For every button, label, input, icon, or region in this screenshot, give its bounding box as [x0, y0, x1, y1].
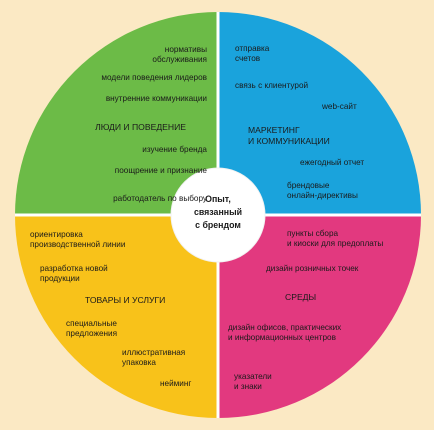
center-label-line: связанный — [194, 207, 242, 217]
environment-item-line: и информационных центров — [228, 333, 336, 342]
center-label-line: Опыт, — [205, 194, 231, 204]
environment-heading-line: СРЕДЫ — [285, 292, 316, 302]
environment-item-line: дизайн розничных точек — [266, 264, 359, 273]
center-label-line: с брендом — [195, 220, 241, 230]
environment-heading: СРЕДЫ — [285, 292, 316, 302]
people-item-line: работодатель по выбору — [113, 194, 208, 203]
marketing-quadrant — [218, 12, 421, 215]
people-item-line: поощрение и признание — [115, 166, 208, 175]
goods-heading: ТОВАРЫ И УСЛУГИ — [85, 295, 165, 305]
environment-item-line: и знаки — [234, 382, 262, 391]
goods-item-line: производственной линии — [30, 240, 125, 249]
people-item: модели поведения лидеров — [101, 73, 207, 82]
people-item-line: внутренние коммуникации — [106, 94, 207, 103]
goods-item-line: разработка новой — [40, 264, 108, 273]
goods-quadrant — [15, 215, 218, 418]
marketing-item-line: онлайн-директивы — [287, 191, 358, 200]
people-item-line: изучение бренда — [142, 145, 207, 154]
goods-item-line: упаковка — [122, 358, 156, 367]
goods-item-line: продукции — [40, 274, 80, 283]
people-item: изучение бренда — [142, 145, 207, 154]
marketing-item-line: отправка — [235, 44, 270, 53]
marketing-item-line: связь с клиентурой — [235, 81, 308, 90]
marketing-item-line: счетов — [235, 54, 260, 63]
goods-item: нейминг — [160, 379, 191, 388]
marketing-item-line: ежегодный отчет — [300, 158, 364, 167]
goods-item-line: нейминг — [160, 379, 191, 388]
environment-quadrant — [218, 215, 421, 418]
people-item: поощрение и признание — [115, 166, 208, 175]
goods-item-line: иллюстративная — [122, 348, 185, 357]
environment-item-line: пункты сбора — [287, 229, 339, 238]
people-item: внутренние коммуникации — [106, 94, 207, 103]
people-item-line: нормативы — [165, 45, 207, 54]
center-label: Опыт, связанный с брендом — [194, 194, 242, 230]
goods-item-line: специальные — [66, 319, 117, 328]
people-heading-line: ЛЮДИ И ПОВЕДЕНИЕ — [95, 122, 186, 132]
goods-item-line: ориентировка — [30, 230, 83, 239]
marketing-heading-line: И КОММУНИКАЦИИ — [248, 136, 330, 146]
people-item-line: обслуживания — [152, 55, 207, 64]
environment-item-line: указатели — [234, 372, 272, 381]
marketing-item: ежегодный отчет — [300, 158, 364, 167]
environment-item-line: и киоски для предоплаты — [287, 239, 383, 248]
goods-item-line: предложения — [66, 329, 117, 338]
marketing-item-line: web-сайт — [321, 102, 357, 111]
people-item: работодатель по выбору — [113, 194, 208, 203]
people-item-line: модели поведения лидеров — [101, 73, 207, 82]
people-quadrant — [15, 12, 218, 215]
center-circle — [170, 167, 266, 263]
environment-item: дизайн розничных точек — [266, 264, 359, 273]
people-heading: ЛЮДИ И ПОВЕДЕНИЕ — [95, 122, 186, 132]
marketing-heading-line: МАРКЕТИНГ — [248, 125, 300, 135]
marketing-item: связь с клиентурой — [235, 81, 308, 90]
marketing-item-line: брендовые — [287, 181, 330, 190]
environment-item-line: дизайн офисов, практических — [228, 323, 341, 332]
marketing-item: web-сайт — [321, 102, 357, 111]
goods-heading-line: ТОВАРЫ И УСЛУГИ — [85, 295, 165, 305]
